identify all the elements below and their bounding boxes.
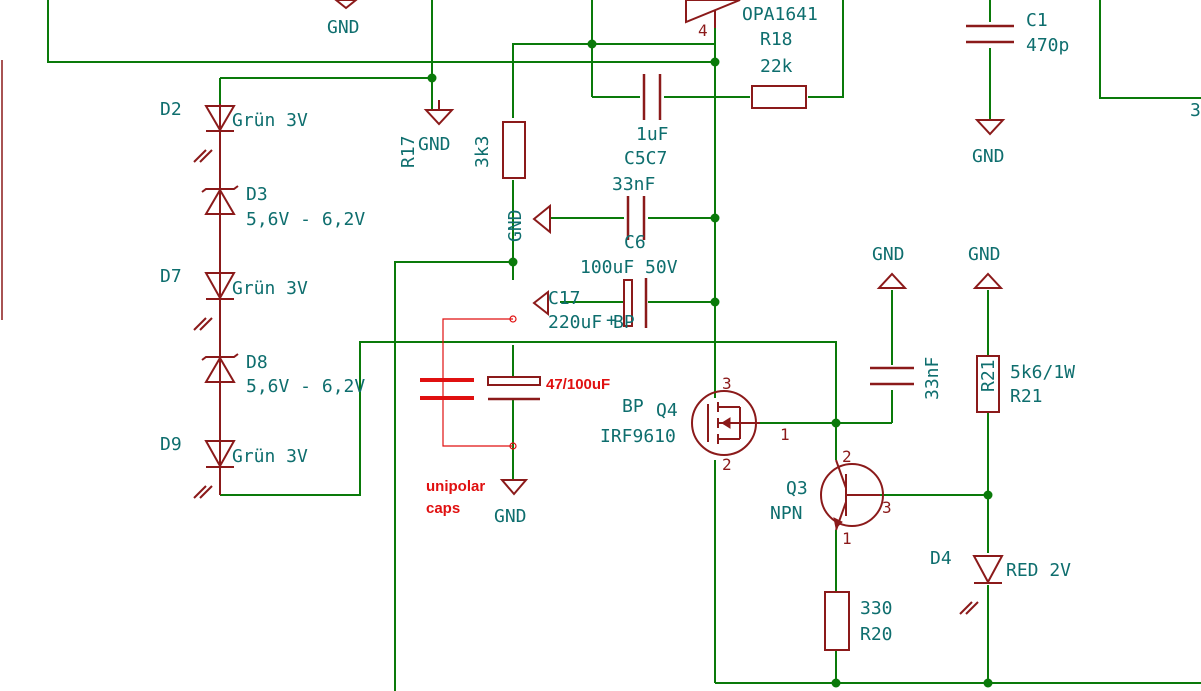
diode-d3: D3 5,6V - 6,2V [201, 184, 365, 272]
diode-d4: D4 RED 2V [930, 548, 1071, 615]
svg-text:GND: GND [872, 244, 905, 265]
svg-text:D4: D4 [930, 548, 952, 569]
gnd-r21: GND [968, 244, 1004, 289]
resistor-r18: R18 22k [751, 29, 807, 109]
svg-text:GND: GND [494, 506, 527, 527]
capacitor-c1: C1 470p [966, 10, 1069, 56]
capacitor-c5c7: 1uF C5C7 33nF [612, 124, 669, 240]
svg-text:D8: D8 [246, 352, 268, 373]
svg-text:BP: BP [622, 396, 644, 417]
svg-text:470p: 470p [1026, 35, 1069, 56]
resistor-r21: R21 5k6/1W R21 [976, 355, 1075, 413]
svg-text:220uF BP: 220uF BP [548, 312, 635, 333]
svg-text:RED 2V: RED 2V [1006, 560, 1071, 581]
gnd-c17 [532, 289, 549, 317]
svg-text:5,6V - 6,2V: 5,6V - 6,2V [246, 209, 365, 230]
svg-text:1: 1 [780, 425, 790, 444]
svg-text:Grün 3V: Grün 3V [232, 110, 308, 131]
svg-text:C17: C17 [548, 288, 581, 309]
svg-text:GND: GND [327, 17, 360, 38]
svg-text:2: 2 [722, 455, 732, 474]
gnd-bottom: GND [494, 479, 529, 527]
opamp-u1: 4 OPA1641 [685, 0, 818, 40]
svg-text:GND: GND [972, 146, 1005, 167]
svg-text:R18: R18 [760, 29, 793, 50]
annotation-unipolar-caps: 47/100uF unipolar caps [420, 315, 610, 517]
svg-text:1: 1 [842, 529, 852, 548]
svg-text:NPN: NPN [770, 503, 803, 524]
svg-text:3: 3 [882, 498, 892, 517]
svg-text:OPA1641: OPA1641 [742, 4, 818, 25]
svg-text:C6: C6 [624, 232, 646, 253]
resistor-r20: 330 R20 [824, 591, 893, 651]
svg-text:3k3: 3k3 [472, 135, 493, 168]
svg-text:330: 330 [860, 598, 893, 619]
svg-text:D9: D9 [160, 434, 182, 455]
gnd-c5c7: GND [505, 203, 551, 242]
transistor-q4: 3 2 1 BP Q4 IRF9610 [600, 374, 790, 474]
gnd-top: GND [327, 0, 360, 38]
svg-text:D3: D3 [246, 184, 268, 205]
svg-text:D2: D2 [160, 99, 182, 120]
transistor-q3: 2 1 3 Q3 NPN [770, 447, 892, 548]
capacitor-c6: C6 100uF 50V [580, 232, 678, 278]
diode-d7: D7 Grün 3V [160, 266, 308, 356]
svg-text:Q3: Q3 [786, 478, 808, 499]
svg-text:33nF: 33nF [922, 357, 943, 400]
svg-text:C5C7: C5C7 [624, 148, 667, 169]
svg-text:4: 4 [698, 21, 708, 40]
svg-text:D7: D7 [160, 266, 182, 287]
capacitor-1uf [642, 74, 662, 120]
svg-text:3: 3 [722, 374, 732, 393]
svg-text:5,6V - 6,2V: 5,6V - 6,2V [246, 376, 365, 397]
gnd-c8: GND [872, 244, 908, 289]
capacitor-c17: C17 220uF BP + [548, 278, 648, 333]
svg-text:C1: C1 [1026, 10, 1048, 31]
svg-text:100uF 50V: 100uF 50V [580, 257, 678, 278]
svg-text:unipolar: unipolar [426, 478, 485, 495]
svg-text:Grün 3V: Grün 3V [232, 278, 308, 299]
svg-text:R21: R21 [978, 359, 999, 392]
svg-text:R17: R17 [398, 135, 419, 168]
svg-text:GND: GND [968, 244, 1001, 265]
svg-text:Grün 3V: Grün 3V [232, 446, 308, 467]
gnd-c1: GND [972, 119, 1006, 167]
svg-text:1uF: 1uF [636, 124, 669, 145]
svg-text:caps: caps [426, 500, 460, 517]
svg-text:2: 2 [842, 447, 852, 466]
svg-text:R20: R20 [860, 624, 893, 645]
svg-text:GND: GND [418, 134, 451, 155]
svg-text:5k6/1W: 5k6/1W [1010, 362, 1075, 383]
resistor-r17: R17 3k3 [398, 121, 526, 179]
diode-d2: D2 Grün 3V [160, 99, 308, 190]
capacitor-c8: 33nF [870, 357, 943, 400]
gnd-r17: GND [418, 100, 455, 155]
svg-text:+: + [606, 310, 617, 331]
svg-text:33nF: 33nF [612, 174, 655, 195]
svg-text:47/100uF: 47/100uF [546, 376, 610, 393]
svg-text:22k: 22k [760, 56, 793, 77]
svg-text:Q4: Q4 [656, 400, 678, 421]
edge-pin-label: 3 [1190, 100, 1201, 121]
svg-text:R21: R21 [1010, 386, 1043, 407]
svg-text:IRF9610: IRF9610 [600, 426, 676, 447]
diode-d8: D8 5,6V - 6,2V [201, 352, 365, 440]
diode-d9: D9 Grün 3V [160, 434, 308, 499]
wires [47, 0, 1201, 691]
junctions [427, 39, 993, 688]
svg-text:GND: GND [505, 209, 526, 242]
